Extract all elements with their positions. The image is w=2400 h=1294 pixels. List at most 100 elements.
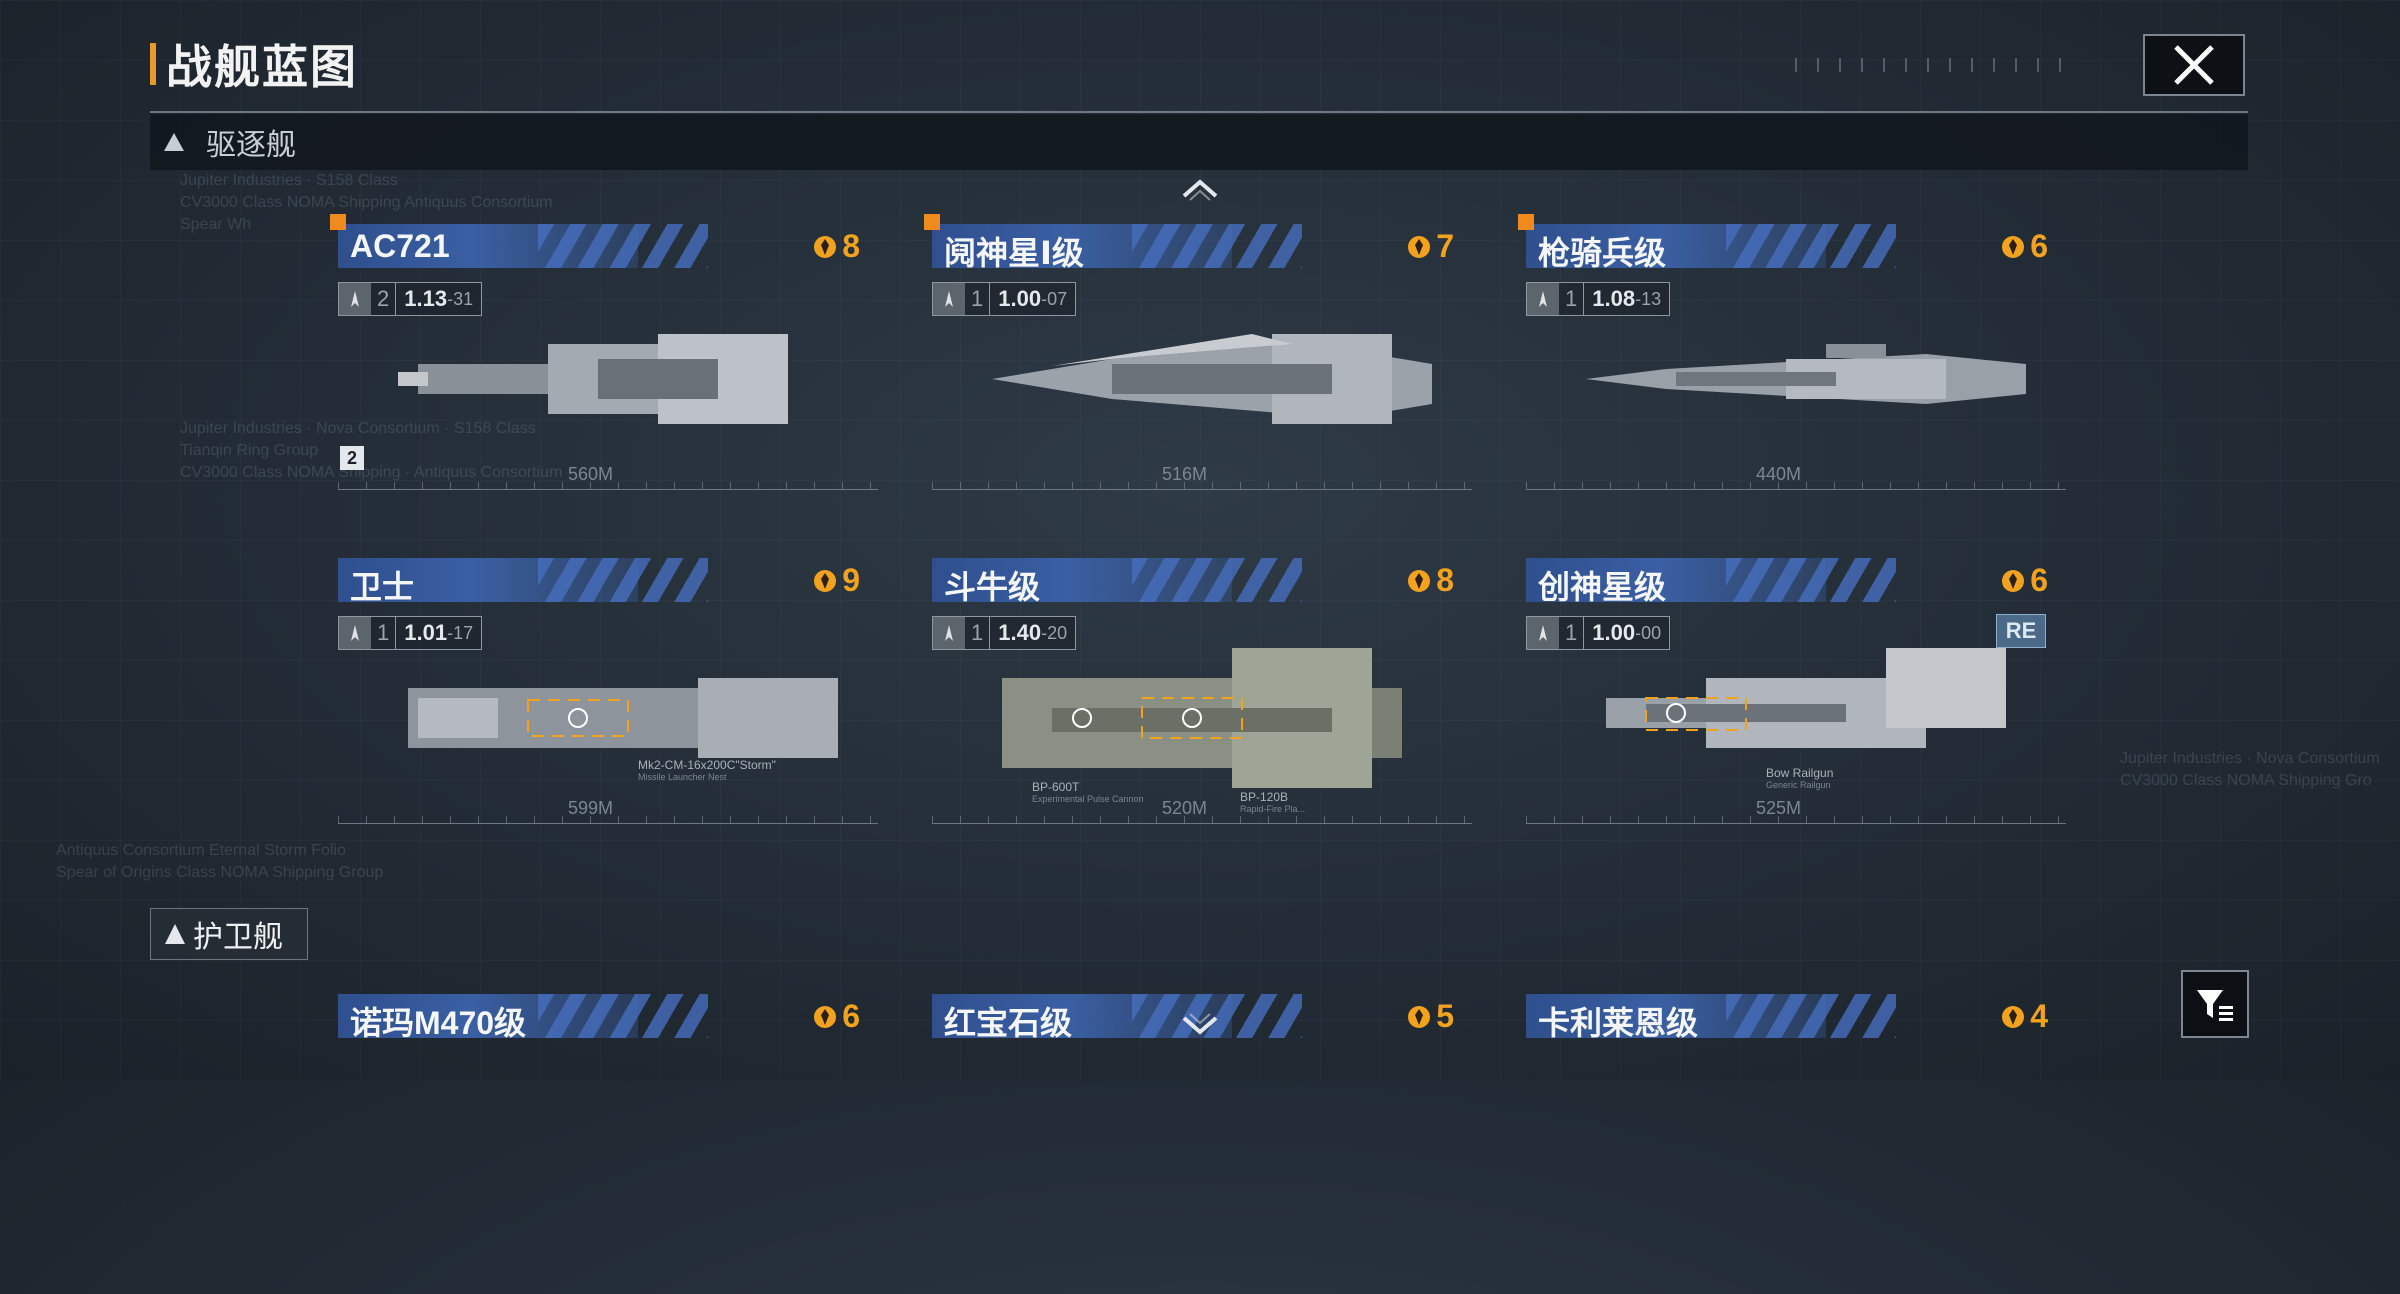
card-stripe-decoration (1132, 558, 1302, 602)
stat-sub: -31 (447, 288, 474, 309)
cost-icon (814, 569, 837, 592)
stat-sub: -17 (447, 622, 474, 643)
ship-class-icon (339, 617, 371, 649)
scale-ticks (338, 482, 878, 490)
category-header-destroyer[interactable]: 驱逐舰 (150, 114, 2248, 170)
ship-cost: 8 (812, 228, 860, 265)
ship-cost: 6 (2000, 562, 2048, 599)
cost-icon (2002, 569, 2025, 592)
ship-name: 红宝石级 (944, 1005, 1073, 1041)
stat-level: 1 (371, 617, 397, 649)
cost-icon (814, 1005, 837, 1028)
ship-class-icon (1527, 617, 1559, 649)
stat-main: 1.08 (1592, 286, 1636, 311)
stat-value: 1.00-07 (990, 283, 1075, 315)
weapon-name: Bow Railgun (1766, 766, 1834, 780)
card-stripe-decoration (1726, 994, 1896, 1038)
scale-line (932, 489, 1472, 490)
cost-icon (2002, 235, 2025, 258)
ship-length: 560M (568, 464, 614, 484)
ship-name: AC721 (350, 228, 450, 264)
stat-value: 1.01-17 (396, 617, 481, 649)
ship-name: 枪骑兵级 (1538, 235, 1667, 271)
scale-line (338, 823, 878, 824)
filter-button[interactable] (2181, 970, 2249, 1038)
ship-class-icon (1527, 283, 1559, 315)
collapse-triangle-icon (164, 133, 184, 151)
cost-icon (2002, 1005, 2025, 1028)
chevron-down-icon[interactable] (1180, 1012, 1220, 1040)
new-marker (924, 214, 940, 230)
scale-ticks (932, 816, 1472, 824)
ship-name: 斗牛级 (944, 569, 1041, 605)
weapon-desc: Generic Railgun (1766, 780, 1831, 790)
stat-sub: -13 (1635, 288, 1662, 309)
scale-ticks (1526, 482, 2066, 490)
ship-length: 525M (1756, 798, 1802, 818)
ship-length: 599M (568, 798, 614, 818)
close-icon (2174, 45, 2214, 85)
length-scale: 520M (932, 798, 1472, 824)
header-accent-bar (150, 43, 156, 85)
section-label: 护卫舰 (193, 921, 283, 954)
ship-cost: 4 (2000, 998, 2048, 1035)
header-tick-decoration (1795, 58, 2065, 72)
ship-blueprint-image (398, 334, 788, 424)
cost-icon (814, 235, 837, 258)
cost-value: 5 (1436, 998, 1454, 1034)
category-label: 驱逐舰 (206, 129, 296, 162)
category-header-frigate[interactable]: 护卫舰 (150, 908, 308, 960)
collapse-triangle-icon (165, 924, 185, 944)
ship-blueprint-image (1606, 648, 2006, 748)
chevron-up-icon[interactable] (1180, 174, 1220, 202)
length-scale: 560M (338, 464, 878, 490)
ship-name: 创神星级 (1538, 569, 1667, 605)
page-title: 战舰蓝图 (166, 41, 358, 93)
ship-class-icon (933, 617, 965, 649)
card-stripe-decoration (538, 224, 708, 268)
page-header: 战舰蓝图 (150, 36, 358, 93)
ship-name: 诺玛M470级 (350, 1005, 527, 1041)
weapon-desc: Missile Launcher Nest (638, 772, 727, 782)
cost-icon (1408, 1005, 1431, 1028)
ship-blueprint-image (992, 334, 1432, 424)
ship-cost: 7 (1406, 228, 1454, 265)
ship-blueprint-image (1586, 344, 2026, 404)
weapon-desc: Experimental Pulse Cannon (1032, 794, 1144, 804)
scale-line (1526, 489, 2066, 490)
tier-badge: 2 (340, 446, 364, 470)
background-text: Jupiter Industries · Nova Consortium · S… (180, 420, 563, 481)
length-scale: 599M (338, 798, 878, 824)
re-badge: RE (1996, 614, 2046, 648)
scale-line (1526, 823, 2066, 824)
ship-card[interactable]: 红宝石级 5 (932, 994, 1472, 1294)
ship-card[interactable]: 诺玛M470级 6 (338, 994, 878, 1294)
ship-name: 卫士 (350, 569, 415, 605)
cost-value: 6 (2030, 228, 2048, 264)
cost-value: 6 (842, 998, 860, 1034)
ship-length: 440M (1756, 464, 1802, 484)
card-stripe-decoration (538, 558, 708, 602)
length-scale: 516M (932, 464, 1472, 490)
length-scale: 440M (1526, 464, 2066, 490)
ship-class-icon (339, 283, 371, 315)
stat-main: 1.13 (404, 286, 448, 311)
weapon-callout: Mk2-CM-16x200C"Storm"Missile Launcher Ne… (638, 758, 776, 782)
stat-sub: -00 (1635, 622, 1662, 643)
weapon-desc: Rapid-Fire Pla... (1240, 804, 1306, 814)
stat-main: 1.00 (1592, 620, 1636, 645)
close-button[interactable] (2143, 34, 2245, 96)
